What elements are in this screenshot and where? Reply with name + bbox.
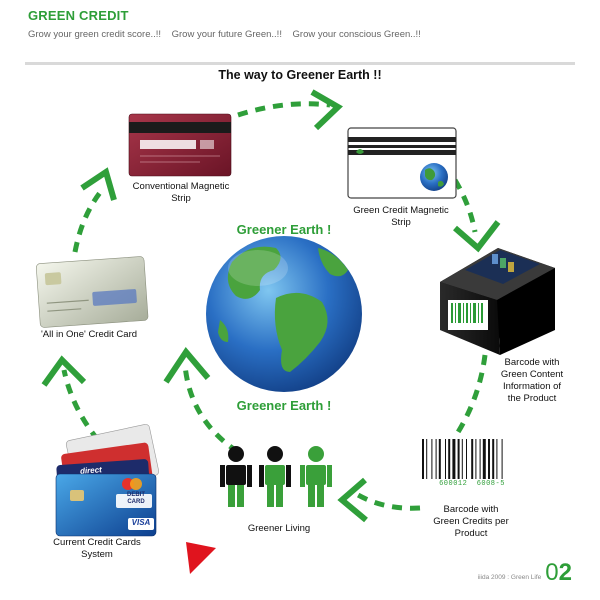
person-1: [220, 446, 252, 507]
arrow-left-up: [61, 369, 100, 442]
current-cards-image: [55, 424, 160, 537]
page-number: 02: [545, 559, 572, 586]
conventional-strip-line1: Conventional Magnetic: [132, 181, 230, 192]
tagline: Grow your green credit score..!! Grow yo…: [28, 29, 421, 40]
greener-living-caption: Greener Living: [247, 523, 311, 534]
barcode-caption: Barcode with Green Credits per Product: [408, 504, 534, 540]
product-box-line3: Information of: [502, 381, 562, 392]
arrow-center-up: [182, 364, 240, 455]
conventional-strip-line2: Strip: [171, 193, 191, 204]
barcode-bar: [461, 439, 463, 479]
green-strip-caption: Green Credit Magnetic Strip: [336, 205, 466, 229]
page-number-digit: 2: [558, 559, 572, 586]
brand-title: GREEN CREDIT: [28, 8, 129, 23]
conventional-strip-caption: Conventional Magnetic Strip: [118, 181, 244, 205]
barcode-bar: [435, 439, 437, 479]
arrowhead-top: [310, 89, 343, 131]
arrow-top: [237, 101, 331, 118]
arrow-left-top: [72, 188, 104, 253]
barcode-bar: [422, 439, 424, 479]
arrow-heads: [41, 89, 501, 523]
barcode-bar: [438, 439, 441, 479]
arrow-right-top: [452, 178, 478, 233]
person-2: [259, 446, 291, 507]
barcode-bar: [496, 439, 498, 479]
header-divider: [25, 62, 575, 65]
all-in-one-card-image: [36, 256, 149, 328]
arrowhead-center: [163, 347, 211, 384]
barcode-bar: [482, 439, 486, 479]
current-cards-caption: Current Credit Cards System: [38, 537, 156, 561]
barcode-line3: Product: [454, 528, 488, 539]
barcode-digits: 600012 6008-5: [439, 480, 505, 488]
barcode-bar: [445, 439, 446, 479]
current-cards-line2: System: [81, 549, 113, 560]
product-box-line4: the Product: [507, 393, 557, 404]
arrowhead-bottom: [337, 477, 368, 523]
barcode-bar: [457, 439, 460, 479]
debit-card-text: DEBIT CARD: [127, 492, 145, 505]
barcode-bar: [448, 439, 451, 479]
arrowhead-right-top: [453, 220, 501, 253]
box-barcode: [448, 300, 488, 330]
barcode-line1: Barcode with: [443, 504, 499, 515]
current-cards-line1: Current Credit Cards: [53, 537, 141, 548]
barcode-line2: Green Credits per: [433, 516, 509, 527]
barcode-bar: [466, 439, 467, 479]
barcode-bar: [501, 439, 503, 479]
barcode-bar: [426, 439, 428, 479]
visa-text: VISA: [131, 518, 151, 527]
barcode-image: [418, 437, 526, 492]
person-3: [300, 446, 332, 507]
barcode-bar: [431, 439, 433, 479]
barcode-bar: [488, 439, 490, 479]
product-box-image: [440, 248, 555, 355]
greener-living-people: [220, 446, 332, 507]
product-box-caption: Barcode with Green Content Information o…: [486, 357, 578, 405]
barcode-bar: [475, 439, 477, 479]
barcode-bar: [452, 439, 456, 479]
diagram-title: The way to Greener Earth !!: [218, 68, 382, 82]
green-strip-line2: Strip: [391, 217, 411, 228]
direct-text: direct: [79, 465, 103, 476]
product-box-line1: Barcode with: [504, 357, 560, 368]
footer: iiida 2009 : Green Life 02: [477, 559, 572, 586]
barcode-bar: [479, 439, 481, 479]
green-strip-line1: Green Credit Magnetic: [353, 205, 449, 216]
red-marker: [186, 542, 216, 574]
conventional-card-image: [128, 113, 232, 177]
product-box-line2: Green Content: [500, 369, 564, 380]
arrowhead-left-top: [80, 167, 117, 201]
globe-image: [206, 236, 362, 392]
center-heading-bottom: Greener Earth !: [236, 398, 332, 413]
page-number-prefix: 0: [545, 559, 559, 586]
barcode-bar: [492, 439, 495, 479]
center-heading-top: Greener Earth !: [236, 222, 332, 237]
arrowhead-left-up: [41, 355, 87, 387]
footer-text: iiida 2009 : Green Life: [477, 574, 542, 581]
arrow-bottom: [356, 492, 421, 511]
all-in-one-caption: 'All in One' Credit Card: [40, 329, 138, 340]
barcode-bar: [471, 439, 474, 479]
green-card-image: [347, 127, 457, 199]
